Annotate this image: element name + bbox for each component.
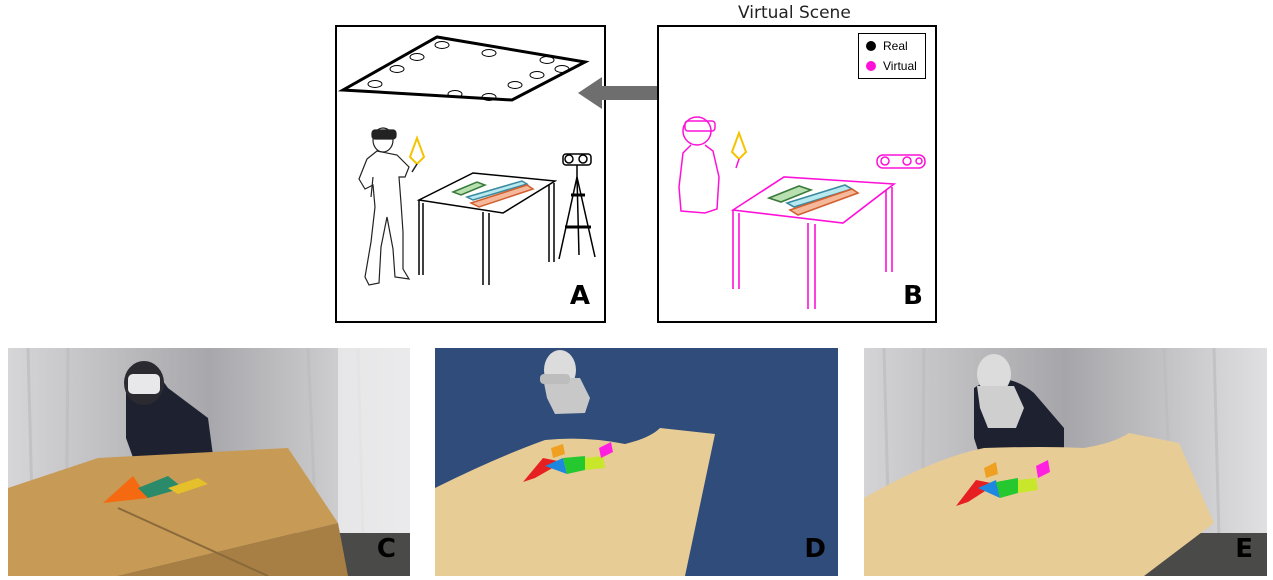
controller-icon [408, 135, 426, 173]
mixed-scene-image [864, 348, 1267, 576]
virtual-dot-icon [866, 61, 876, 71]
real-dot-icon [866, 41, 876, 51]
table-icon [730, 176, 897, 309]
virtual-scene-title: Virtual Scene [738, 3, 851, 23]
headset-avatar-icon [678, 116, 720, 214]
panel-e-photo: E [864, 348, 1267, 576]
panel-d-render: D [435, 348, 838, 576]
sync-arrow-icon [578, 77, 682, 109]
panel-a-label: A [569, 281, 590, 311]
legend-item-virtual: Virtual [859, 56, 925, 76]
panel-a: A [335, 25, 606, 323]
controller-icon [730, 130, 748, 169]
panel-b-label: B [903, 281, 923, 311]
panel-d-label: D [804, 534, 826, 564]
panel-c-label: C [376, 534, 396, 564]
panel-a-drawing [337, 35, 596, 286]
panel-c-photo: C [8, 348, 410, 576]
table-icon [416, 172, 558, 285]
legend: Real Virtual [858, 33, 926, 79]
legend-item-real: Real [859, 36, 925, 56]
camera-tripod-icon [558, 153, 596, 260]
real-scene-image [8, 348, 410, 576]
virtual-scene-image [435, 348, 838, 576]
panel-b: Real Virtual B [657, 25, 937, 323]
ceiling-tracking-rig-icon [337, 35, 590, 102]
legend-label: Virtual [883, 59, 917, 73]
legend-label: Real [883, 39, 908, 53]
depth-camera-icon [876, 154, 926, 169]
person-icon [358, 127, 411, 286]
panel-e-label: E [1235, 534, 1253, 564]
panel-b-drawing [678, 116, 926, 309]
